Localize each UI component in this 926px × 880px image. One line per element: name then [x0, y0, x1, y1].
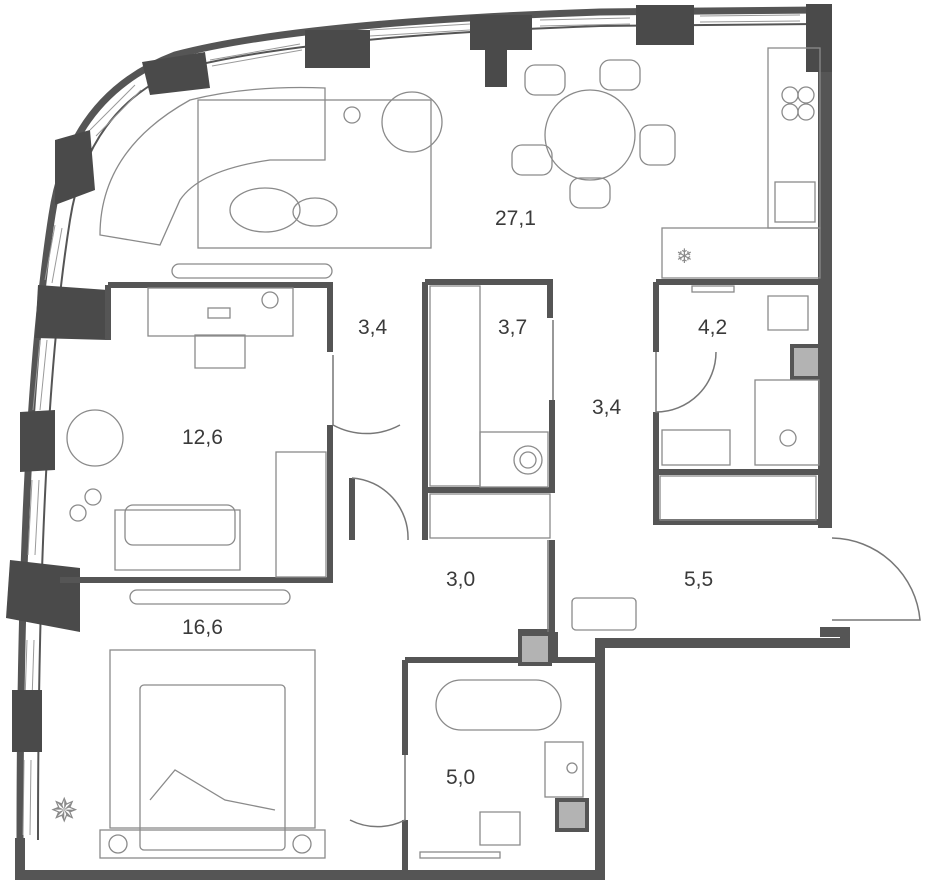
armchair-living	[381, 91, 443, 153]
bedroom-rug	[109, 649, 316, 829]
area-living-kitchen: 27,1	[495, 207, 536, 230]
outer-wall-step	[15, 627, 850, 880]
area-bathroom-top: 4,2	[698, 316, 727, 339]
area-hall-right: 3,4	[592, 396, 622, 419]
wardrobe-closet	[429, 285, 481, 487]
corner-sofa	[99, 86, 326, 246]
columns	[6, 4, 832, 752]
interior-walls	[60, 279, 820, 875]
closet-wall	[425, 279, 553, 318]
closet-wall-left	[422, 282, 555, 493]
doors	[332, 320, 921, 828]
shoe-bench	[571, 597, 637, 631]
room-labels: 27,1 3,4 3,7 4,2 3,4 12,6 3,0 5,5 16,6 5…	[182, 207, 727, 789]
outer-wall-curved-inner	[37, 23, 817, 841]
bathtub	[435, 679, 562, 731]
svg-text:✵: ✵	[50, 791, 79, 831]
kitchen-counter	[767, 47, 821, 229]
desk	[147, 287, 294, 337]
bath-top-walls	[653, 279, 820, 525]
shafts	[518, 344, 822, 832]
study-wall-right	[60, 425, 333, 583]
area-hall-center: 3,0	[446, 568, 475, 591]
area-entrance-hall: 5,5	[684, 568, 713, 591]
wardrobe-study	[275, 451, 327, 578]
svg-text:❄: ❄	[676, 244, 693, 268]
furniture: ❄ ✵	[50, 47, 821, 859]
closet-bottom	[349, 478, 428, 540]
study-wall-top	[108, 282, 333, 352]
center-wall	[518, 540, 555, 635]
dining-table	[544, 89, 636, 181]
bath-bottom-walls	[402, 657, 595, 875]
coffee-table	[229, 187, 301, 233]
windows	[22, 14, 801, 836]
living-rug	[197, 99, 432, 249]
area-corridor-top: 3,4	[358, 316, 388, 339]
outer-walls	[15, 6, 850, 880]
bed	[139, 684, 286, 851]
area-wardrobe-top: 3,7	[498, 316, 527, 339]
area-study: 12,6	[182, 426, 223, 449]
area-bedroom: 16,6	[182, 616, 223, 639]
area-bathroom-bottom: 5,0	[446, 766, 475, 789]
